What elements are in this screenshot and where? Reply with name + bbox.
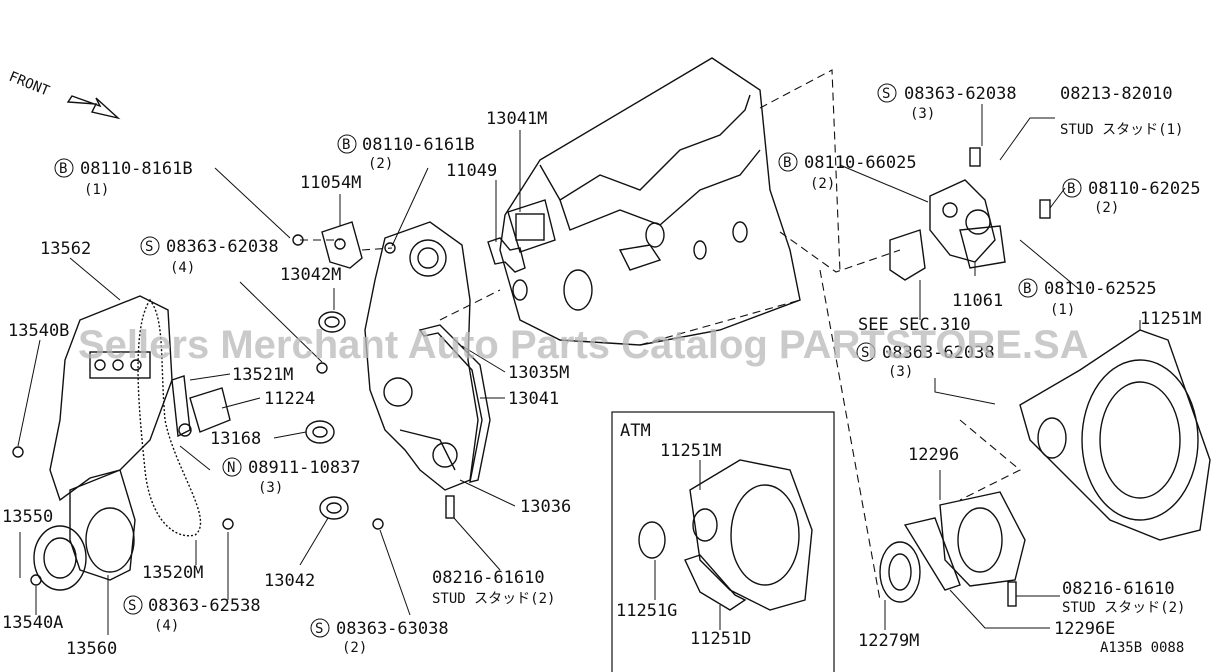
svg-text:13041M: 13041M: [486, 109, 547, 129]
svg-text:11054M: 11054M: [300, 173, 361, 193]
svg-text:B: B: [783, 155, 791, 171]
svg-text:08110-62025: 08110-62025: [1088, 179, 1201, 199]
svg-text:08213-82010: 08213-82010: [1060, 84, 1173, 104]
svg-text:08363-63038: 08363-63038: [336, 619, 449, 639]
oil-seal-13168: [305, 420, 335, 444]
svg-text:STUD スタッド(2): STUD スタッド(2): [432, 591, 555, 607]
water-inlet-gasket: [487, 199, 556, 273]
svg-text:(1): (1): [1050, 302, 1075, 318]
svg-text:(3): (3): [910, 106, 935, 122]
svg-text:12279M: 12279M: [858, 631, 919, 651]
svg-text:08363-62038: 08363-62038: [904, 84, 1017, 104]
part-labels: 08110-8161B (1) 11054M 08110-6161B (2) 1…: [2, 84, 1201, 659]
svg-text:N: N: [227, 460, 235, 476]
svg-text:11251M: 11251M: [1140, 309, 1201, 329]
svg-text:(2): (2): [810, 176, 835, 192]
svg-text:(3): (3): [258, 480, 283, 496]
svg-text:(4): (4): [170, 260, 195, 276]
svg-text:S: S: [882, 86, 890, 102]
prefix-circles: B B S N S S S B B B S: [54, 83, 1082, 638]
svg-text:(4): (4): [154, 618, 179, 634]
svg-text:13035M: 13035M: [508, 363, 569, 383]
svg-text:13520M: 13520M: [142, 563, 203, 583]
svg-text:(2): (2): [1094, 200, 1119, 216]
svg-text:08216-61610: 08216-61610: [1062, 579, 1175, 599]
svg-text:13560: 13560: [66, 639, 117, 659]
engine-block: [499, 57, 801, 346]
svg-text:11049: 11049: [446, 161, 497, 181]
atm-label: ATM: [620, 421, 651, 441]
svg-text:08110-6161B: 08110-6161B: [362, 135, 475, 155]
svg-text:08363-62038: 08363-62038: [882, 343, 995, 363]
svg-text:(2): (2): [368, 156, 393, 172]
atm-inset-box: [611, 411, 835, 672]
front-arrow-icon: [66, 95, 121, 120]
svg-text:08110-62525: 08110-62525: [1044, 279, 1157, 299]
svg-text:08363-62538: 08363-62538: [148, 596, 261, 616]
front-cover-gasket: [418, 324, 491, 483]
svg-text:(3): (3): [888, 364, 913, 380]
watermark: Sellers Merchant Auto Parts Catalog PART…: [78, 323, 1089, 367]
leader-lines: [17, 104, 1141, 635]
lower-cover: [69, 469, 136, 581]
svg-text:12296: 12296: [908, 445, 959, 465]
svg-text:12296E: 12296E: [1054, 619, 1115, 639]
svg-text:A135B 0088: A135B 0088: [1100, 640, 1184, 656]
svg-text:B: B: [59, 161, 67, 177]
svg-text:B: B: [342, 137, 350, 153]
svg-text:13041: 13041: [508, 389, 559, 409]
svg-text:13042: 13042: [264, 571, 315, 591]
svg-text:SEE SEC.310: SEE SEC.310: [858, 315, 971, 335]
atm-plate: [638, 459, 813, 611]
svg-text:08911-10837: 08911-10837: [248, 458, 361, 478]
svg-text:11251M: 11251M: [660, 441, 721, 461]
svg-text:S: S: [145, 239, 153, 255]
svg-text:B: B: [1067, 181, 1075, 197]
svg-text:(1): (1): [84, 182, 109, 198]
svg-text:13540A: 13540A: [2, 613, 63, 633]
crank-pulley-seal: [33, 525, 87, 591]
svg-text:08363-62038: 08363-62038: [166, 237, 279, 257]
oil-seal-13042M: [318, 311, 346, 333]
svg-text:S: S: [128, 598, 136, 614]
svg-text:13550: 13550: [2, 507, 53, 527]
bolts: [12, 362, 455, 586]
svg-text:11224: 11224: [264, 389, 315, 409]
outer-timing-cover: [49, 295, 173, 502]
svg-text:13562: 13562: [40, 239, 91, 259]
svg-text:13042M: 13042M: [280, 265, 341, 285]
timing-chain: [137, 298, 202, 537]
oil-seal-13042: [319, 496, 349, 520]
oil-seal-retainer: [903, 491, 1026, 607]
svg-text:S: S: [861, 345, 869, 361]
svg-text:08110-66025: 08110-66025: [804, 153, 917, 173]
svg-text:13521M: 13521M: [232, 365, 293, 385]
svg-text:08216-61610: 08216-61610: [432, 568, 545, 588]
svg-text:11061: 11061: [952, 291, 1003, 311]
svg-text:11251D: 11251D: [690, 629, 751, 649]
svg-text:STUD スタッド(2): STUD スタッド(2): [1062, 600, 1185, 616]
svg-text:(2): (2): [342, 640, 367, 656]
rear-plate: [1019, 329, 1211, 541]
front-label: FRONT: [7, 69, 53, 100]
svg-text:08110-8161B: 08110-8161B: [80, 159, 193, 179]
svg-text:STUD スタッド(1): STUD スタッド(1): [1060, 122, 1183, 138]
svg-text:13540B: 13540B: [8, 321, 69, 341]
svg-text:B: B: [1023, 281, 1031, 297]
water-outlet: [889, 147, 1051, 281]
front-timing-cover: [364, 221, 479, 491]
rear-oil-seal: [879, 541, 921, 603]
svg-text:11251G: 11251G: [616, 601, 677, 621]
svg-text:13036: 13036: [520, 497, 571, 517]
svg-text:S: S: [315, 621, 323, 637]
dashed-guides: [300, 69, 1021, 601]
chain-tensioner: [171, 375, 231, 438]
svg-text:13168: 13168: [210, 429, 261, 449]
